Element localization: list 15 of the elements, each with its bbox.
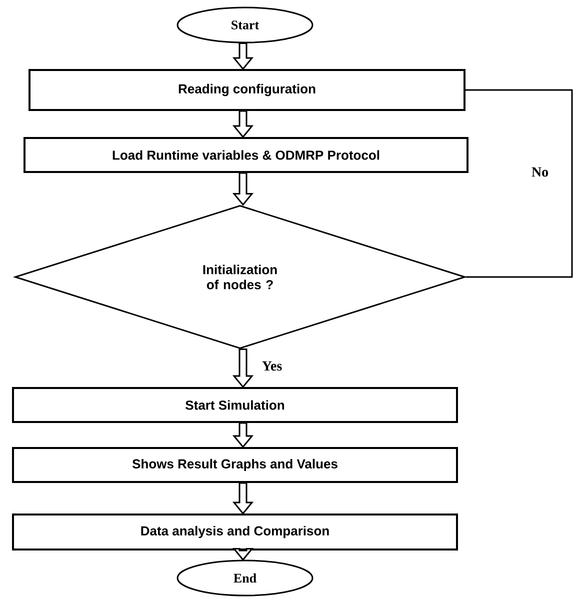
- block-arrow: [232, 348, 254, 388]
- block-arrow: [232, 172, 254, 206]
- block-arrow: [232, 42, 254, 70]
- loop-line: [466, 89, 573, 278]
- block-arrow: [232, 110, 254, 138]
- process-box: Shows Result Graphs and Values: [12, 447, 458, 483]
- block-arrow: [232, 548, 254, 561]
- edge-label: No: [530, 166, 550, 178]
- process-box: Reading configuration: [28, 69, 466, 111]
- process-box: Data analysis and Comparison: [12, 514, 458, 550]
- process-box: Start Simulation: [12, 387, 458, 423]
- process-box: Load Runtime variables & ODMRP Protocol: [24, 137, 468, 173]
- block-arrow: [232, 422, 254, 448]
- block-arrow: [232, 482, 254, 515]
- edge-label: Yes: [260, 360, 284, 372]
